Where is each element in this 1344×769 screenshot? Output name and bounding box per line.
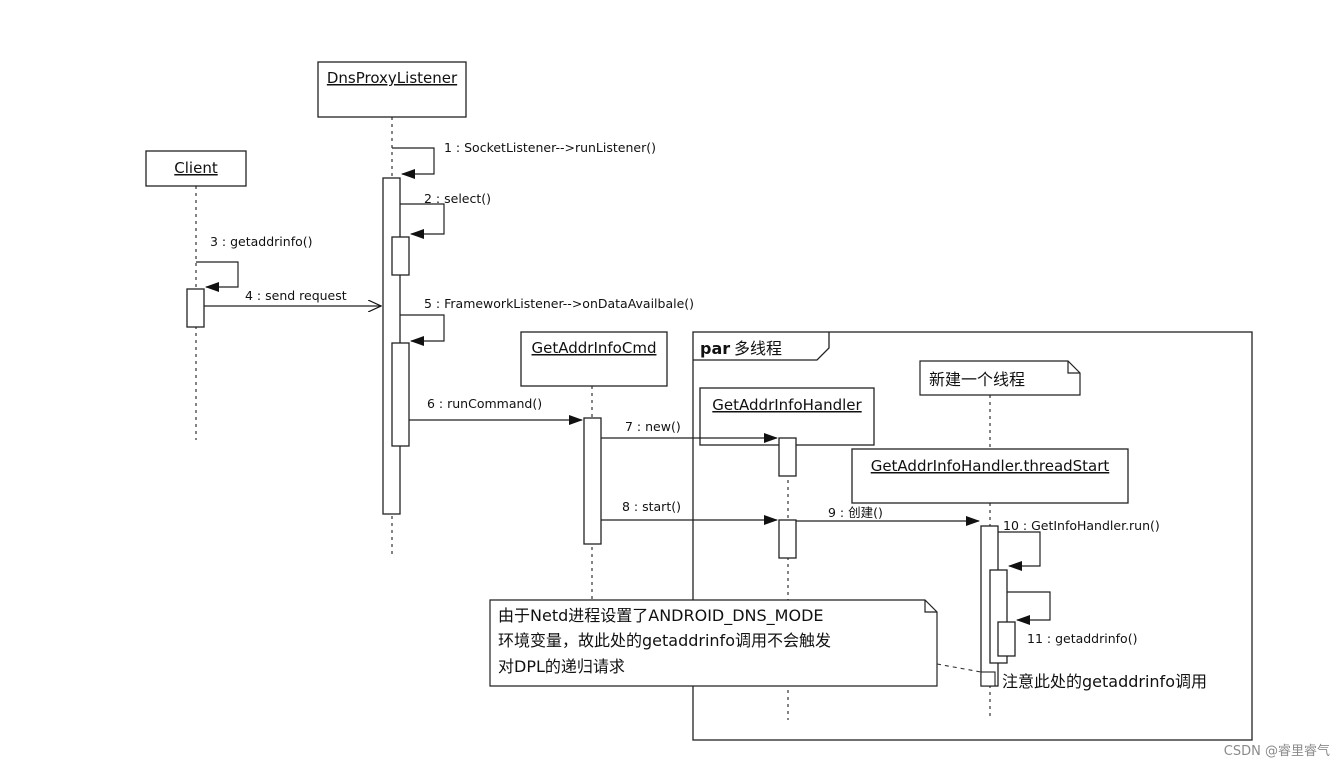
par-frame-title: 多线程 (734, 339, 782, 358)
note-netd-env-line-2: 环境变量，故此处的getaddrinfo调用不会触发 (498, 631, 831, 650)
watermark: CSDN @睿里睿气 (1224, 743, 1330, 759)
message-2-label: 2 : select() (424, 191, 491, 206)
object-dns-proxy-listener: DnsProxyListener (317, 61, 467, 118)
activation-get-addr-info-cmd (583, 417, 602, 545)
object-thread-start: GetAddrInfoHandler.threadStart (851, 448, 1129, 504)
note-attention: 注意此处的getaddrinfo调用 (980, 671, 1207, 691)
message-10-arrow (998, 531, 1041, 571)
note-new-thread: 新建一个线程 (919, 360, 1081, 396)
note-netd-env: 由于Netd进程设置了ANDROID_DNS_MODE 环境变量，故此处的get… (489, 599, 938, 687)
object-get-addr-info-handler-label: GetAddrInfoHandler (712, 396, 862, 414)
object-dns-proxy-listener-label: DnsProxyListener (327, 69, 458, 87)
object-client: Client (145, 150, 247, 187)
object-get-addr-info-handler: GetAddrInfoHandler (699, 387, 875, 446)
note-new-thread-text: 新建一个线程 (929, 370, 1025, 389)
message-5-label: 5 : FrameworkListener-->onDataAvailbale(… (424, 296, 694, 311)
activation-handler-new (778, 437, 797, 477)
message-5-arrow (400, 314, 445, 346)
activation-client (186, 288, 205, 328)
par-frame-keyword: par (700, 339, 730, 358)
object-get-addr-info-cmd: GetAddrInfoCmd (520, 331, 668, 387)
message-3-arrow (196, 261, 239, 292)
note-attention-text: 注意此处的getaddrinfo调用 (1002, 672, 1207, 691)
message-1-arrow (392, 147, 435, 179)
note-netd-env-connector (936, 663, 982, 673)
activation-select (391, 236, 410, 276)
message-11-label: 11 : getaddrinfo() (1027, 631, 1137, 646)
note-netd-env-line-3: 对DPL的递归请求 (498, 657, 625, 676)
activation-handler-start (778, 519, 797, 559)
message-10-label: 10 : GetInfoHandler.run() (1003, 518, 1160, 533)
activation-on-data-available (391, 342, 410, 447)
message-9-label: 9 : 创建() (828, 505, 883, 520)
object-thread-start-label: GetAddrInfoHandler.threadStart (871, 457, 1110, 475)
object-client-label: Client (174, 159, 218, 177)
message-8-label: 8 : start() (622, 499, 681, 514)
note-netd-env-line-1: 由于Netd进程设置了ANDROID_DNS_MODE (498, 606, 824, 626)
activation-thread-getaddrinfo (997, 621, 1016, 657)
object-get-addr-info-cmd-label: GetAddrInfoCmd (532, 339, 657, 357)
par-frame: par 多线程 (692, 331, 1253, 741)
message-2-arrow (400, 203, 445, 239)
message-1-label: 1 : SocketListener-->runListener() (444, 140, 656, 155)
message-6-label: 6 : runCommand() (427, 396, 542, 411)
message-11-arrow (1007, 591, 1051, 625)
message-7-label: 7 : new() (625, 419, 681, 434)
message-3-label: 3 : getaddrinfo() (210, 234, 313, 249)
message-4-label: 4 : send request (245, 288, 347, 303)
